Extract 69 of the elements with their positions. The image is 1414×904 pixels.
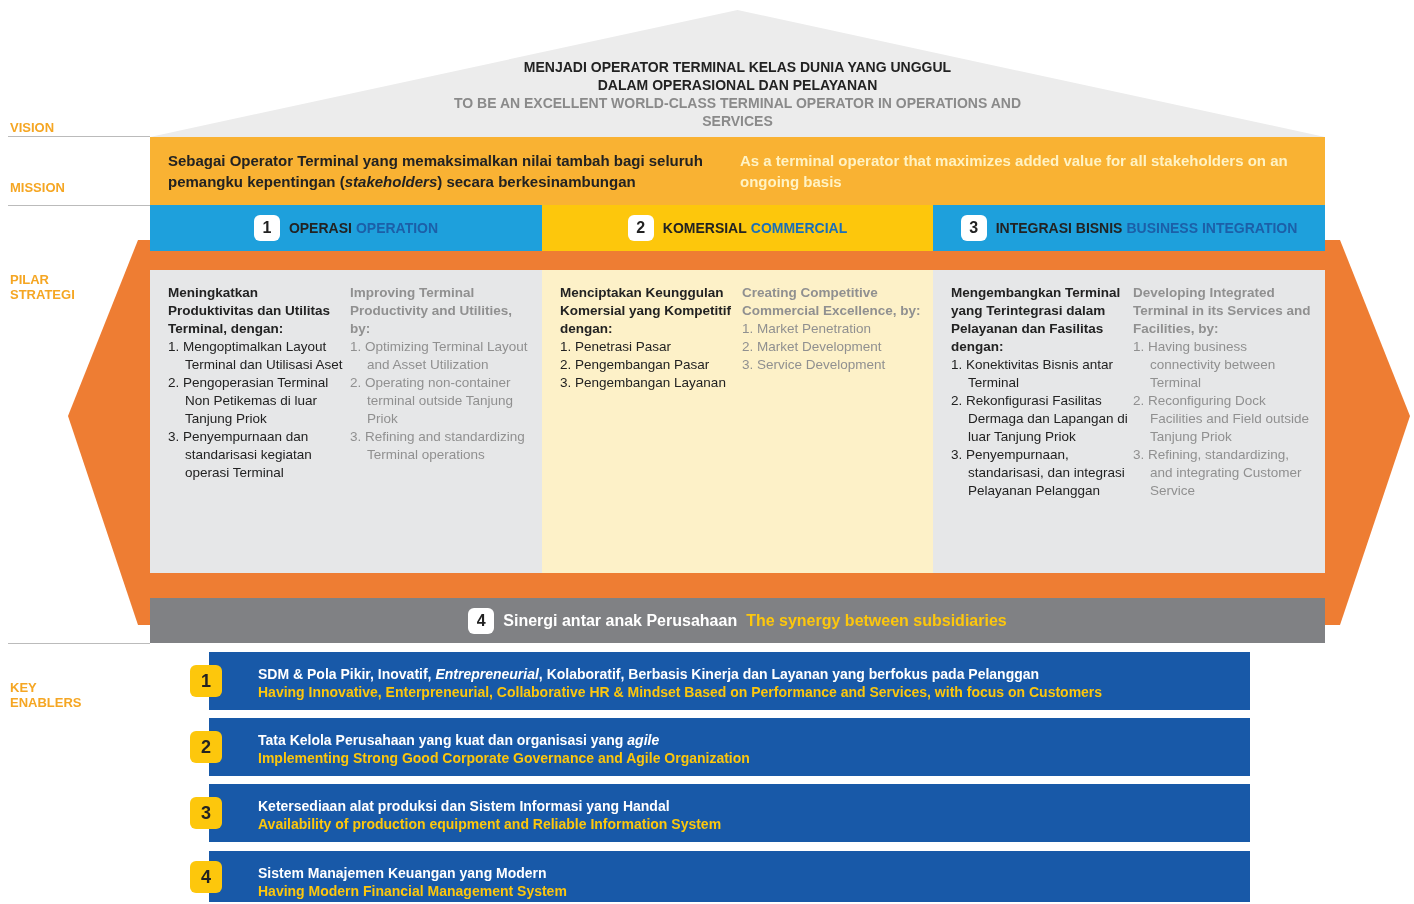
pillar-panel (933, 270, 1325, 573)
list-item: 1. Having business connectivity between Terminal (1133, 338, 1277, 392)
strategy-heading: Menciptakan Keunggulan Komersial yang Kompetitif dengan: (560, 284, 733, 338)
pillar-title-english: BUSINESS INTEGRATION (1126, 220, 1298, 236)
number-badge: 4 (190, 860, 222, 893)
pillar-panel (150, 270, 542, 573)
enabler-text-english: Implementing Strong Good Corporate Governance and Agile Organization (258, 749, 751, 767)
synergy-band (150, 598, 1325, 643)
pillar-panel (542, 270, 933, 573)
enabler-text-english: Availability of production equipment and Reliable Information System (258, 815, 723, 833)
pillar-header (150, 205, 542, 251)
list-item: 2. Pengembangan Pasar (560, 356, 711, 374)
synergy-text-english: The synergy between subsidiaries (746, 611, 1007, 630)
vision-text-english: TO BE AN EXCELLENT WORLD-CLASS TERMINAL OPERATOR IN OPERATIONS AND SERVICES (453, 94, 1022, 130)
list-item: 1. Optimizing Terminal Layout and Asset Utilization (350, 338, 529, 374)
pillar-header (933, 205, 1325, 251)
list-item: 3. Refining and standardizing Terminal operations (350, 428, 526, 464)
list-item: 2. Rekonfigurasi Fasilitas Dermaga dan Lapangan di luar Tanjung Priok (951, 392, 1129, 446)
section-label: PILAR STRATEGI (10, 272, 76, 302)
pillar-title-english: COMMERCIAL (750, 220, 848, 236)
strategy-heading: Meningkatkan Produktivitas dan Utilitas Terminal, dengan: (168, 284, 332, 338)
list-item: 3. Penyempurnaan dan standarisasi kegiatan operasi Terminal (168, 428, 313, 482)
number-badge: 1 (253, 215, 280, 241)
number-badge: 2 (627, 215, 654, 241)
strategy-heading: Mengembangkan Terminal yang Terintegrasi dalam Pelayanan dan Fasilitas dengan: (951, 284, 1122, 356)
list-item: 3. Refining, standardizing, and integrating Customer Service (1133, 446, 1303, 500)
enabler-bar (190, 652, 1250, 710)
enabler-bar (190, 784, 1250, 842)
enabler-bar (190, 851, 1250, 902)
pillar-title: INTEGRASI BISNIS (995, 220, 1123, 236)
section-label: KEY ENABLERS (10, 680, 83, 710)
list-item: 2. Operating non-container terminal outside Tanjung Priok (350, 374, 515, 428)
mission-text-english: As a terminal operator that maximizes added value for all stakeholders on an ongoing basis (740, 151, 1289, 192)
enabler-text-english: Having Innovative, Enterpreneurial, Collaborative HR & Mindset Based on Performance and Services, with focus on Customers (258, 683, 1104, 701)
list-item: 1. Mengoptimalkan Layout Terminal dan Utilisasi Aset (168, 338, 344, 374)
list-item: 2. Market Development (742, 338, 883, 356)
strategy-heading: Improving Terminal Productivity and Utilities, by: (350, 284, 514, 338)
pillar-title-english: OPERATION (355, 220, 439, 236)
mission-band (150, 137, 1325, 205)
list-item: 3. Pengembangan Layanan (560, 374, 727, 392)
number-badge: 1 (190, 665, 222, 697)
number-badge: 4 (468, 607, 495, 634)
enabler-text-english: Having Modern Financial Management System (258, 882, 568, 900)
enabler-bar (190, 718, 1250, 776)
number-badge: 3 (960, 215, 987, 241)
strategy-heading: Developing Integrated Terminal in its Services and Facilities, by: (1133, 284, 1312, 338)
enabler-text: Tata Kelola Perusahaan yang kuat dan organisasi yang agile (258, 731, 661, 749)
list-item: 3. Penyempurnaan, standarisasi, dan integrasi Pelayanan Pelanggan (951, 446, 1126, 500)
section-label: MISSION (10, 180, 66, 195)
list-item: 2. Reconfiguring Dock Facilities and Field outside Tanjung Priok (1133, 392, 1311, 446)
strategy-heading: Creating Competitive Commercial Excellence, by: (742, 284, 922, 320)
pillar-title: KOMERSIAL (662, 220, 747, 236)
list-item: 1. Market Penetration (742, 320, 873, 338)
list-item: 3. Service Development (742, 356, 887, 374)
list-item: 2. Pengoperasian Terminal Non Petikemas di luar Tanjung Priok (168, 374, 330, 428)
pillar-header (542, 205, 933, 251)
roof-banner (150, 10, 1325, 137)
list-item: 1. Penetrasi Pasar (560, 338, 673, 356)
vision-text: MENJADI OPERATOR TERMINAL KELAS DUNIA YANG UNGGUL DALAM OPERASIONAL DAN PELAYANAN (522, 58, 953, 94)
number-badge: 3 (190, 797, 222, 829)
section-label: VISION (10, 120, 56, 135)
enabler-text: Ketersediaan alat produksi dan Sistem Informasi yang Handal (258, 797, 671, 815)
mission-text: Sebagai Operator Terminal yang memaksimalkan nilai tambah bagi seluruh pemangku kepentingan (stakeholders) secara berkesinambungan (168, 151, 704, 192)
pillar-title: OPERASI (288, 220, 352, 236)
list-item: 1. Konektivitas Bisnis antar Terminal (951, 356, 1115, 392)
synergy-text: Sinergi antar anak Perusahaan (503, 611, 738, 630)
enabler-text: Sistem Manajemen Keuangan yang Modern (258, 864, 548, 882)
enabler-text: SDM & Pola Pikir, Inovatif, Entrepreneurial, Kolaboratif, Berbasis Kinerja dan Layanan yang berfokus pada Pelanggan (258, 665, 1041, 683)
number-badge: 2 (190, 731, 222, 763)
